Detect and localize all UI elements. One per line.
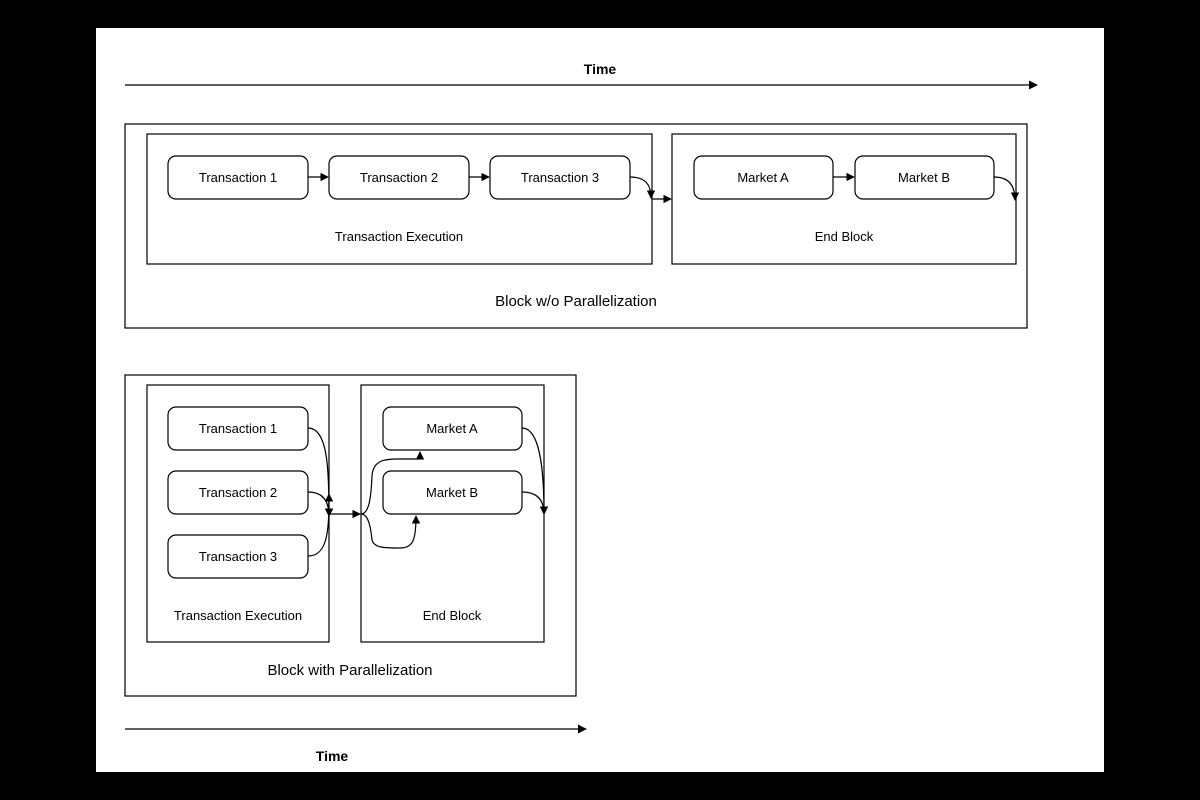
top-transaction-2-label: Transaction 2 [360,170,438,185]
top-transaction-1-label: Transaction 1 [199,170,277,185]
top-transaction-1-box: Transaction 1 [167,155,309,200]
top-arrow-marketb-curve [993,176,1020,201]
bottom-transaction-3-box: Transaction 3 [167,534,309,579]
top-market-b-label: Market B [898,170,950,185]
top-block-label: Block w/o Parallelization [495,293,657,310]
top-market-a-label: Market A [737,170,789,185]
bottom-arrow-split-to-marketa [360,451,425,515]
bottom-execution-label: Transaction Execution [174,608,302,623]
bottom-arrow-tx2-curve [307,491,334,517]
bottom-endblock-group: End Block Market A Market B [360,384,549,643]
top-arrow-tx3-curve [629,176,656,199]
diagram-svg: Time Block w/o Parallelization Transacti… [124,61,1038,764]
bottom-transaction-2-label: Transaction 2 [199,485,277,500]
bottom-block-label: Block with Parallelization [267,662,432,679]
top-execution-group: Transaction Execution Transaction 1 Tran… [146,133,656,265]
top-transaction-2-box: Transaction 2 [328,155,470,200]
bottom-arrow-marketa-curve [521,427,549,515]
bottom-arrow-marketb-curve [521,491,549,515]
bottom-arrow-split-to-marketb [360,513,421,549]
top-transaction-3-box: Transaction 3 [489,155,631,200]
top-block-frame [124,123,1028,329]
diagram-canvas: Time Block w/o Parallelization Transacti… [96,28,1104,772]
top-time-label: Time [584,61,617,77]
bottom-market-b-label: Market B [426,485,478,500]
top-endblock-group: End Block Market A Market B [671,133,1020,265]
top-section: Time Block w/o Parallelization Transacti… [124,61,1038,329]
top-transaction-3-label: Transaction 3 [521,170,599,185]
bottom-transaction-1-label: Transaction 1 [199,421,277,436]
bottom-execution-group: Transaction Execution Transaction 1 Tran… [146,384,334,643]
bottom-transaction-1-box: Transaction 1 [167,406,309,451]
bottom-arrow-tx3-curve [307,493,334,557]
bottom-arrow-tx1-curve [307,427,334,517]
bottom-endblock-label: End Block [423,608,482,623]
bottom-time-label: Time [316,748,349,764]
top-market-b-box: Market B [854,155,995,200]
bottom-transaction-2-box: Transaction 2 [167,470,309,515]
top-market-a-box: Market A [693,155,834,200]
bottom-market-a-label: Market A [426,421,478,436]
top-execution-label: Transaction Execution [335,229,463,244]
top-endblock-label: End Block [815,229,874,244]
bottom-block-frame [124,374,577,697]
bottom-market-b-box: Market B [382,470,523,515]
bottom-market-a-box: Market A [382,406,523,451]
bottom-transaction-3-label: Transaction 3 [199,549,277,564]
bottom-section: Block with Parallelization Transaction E… [124,374,587,764]
